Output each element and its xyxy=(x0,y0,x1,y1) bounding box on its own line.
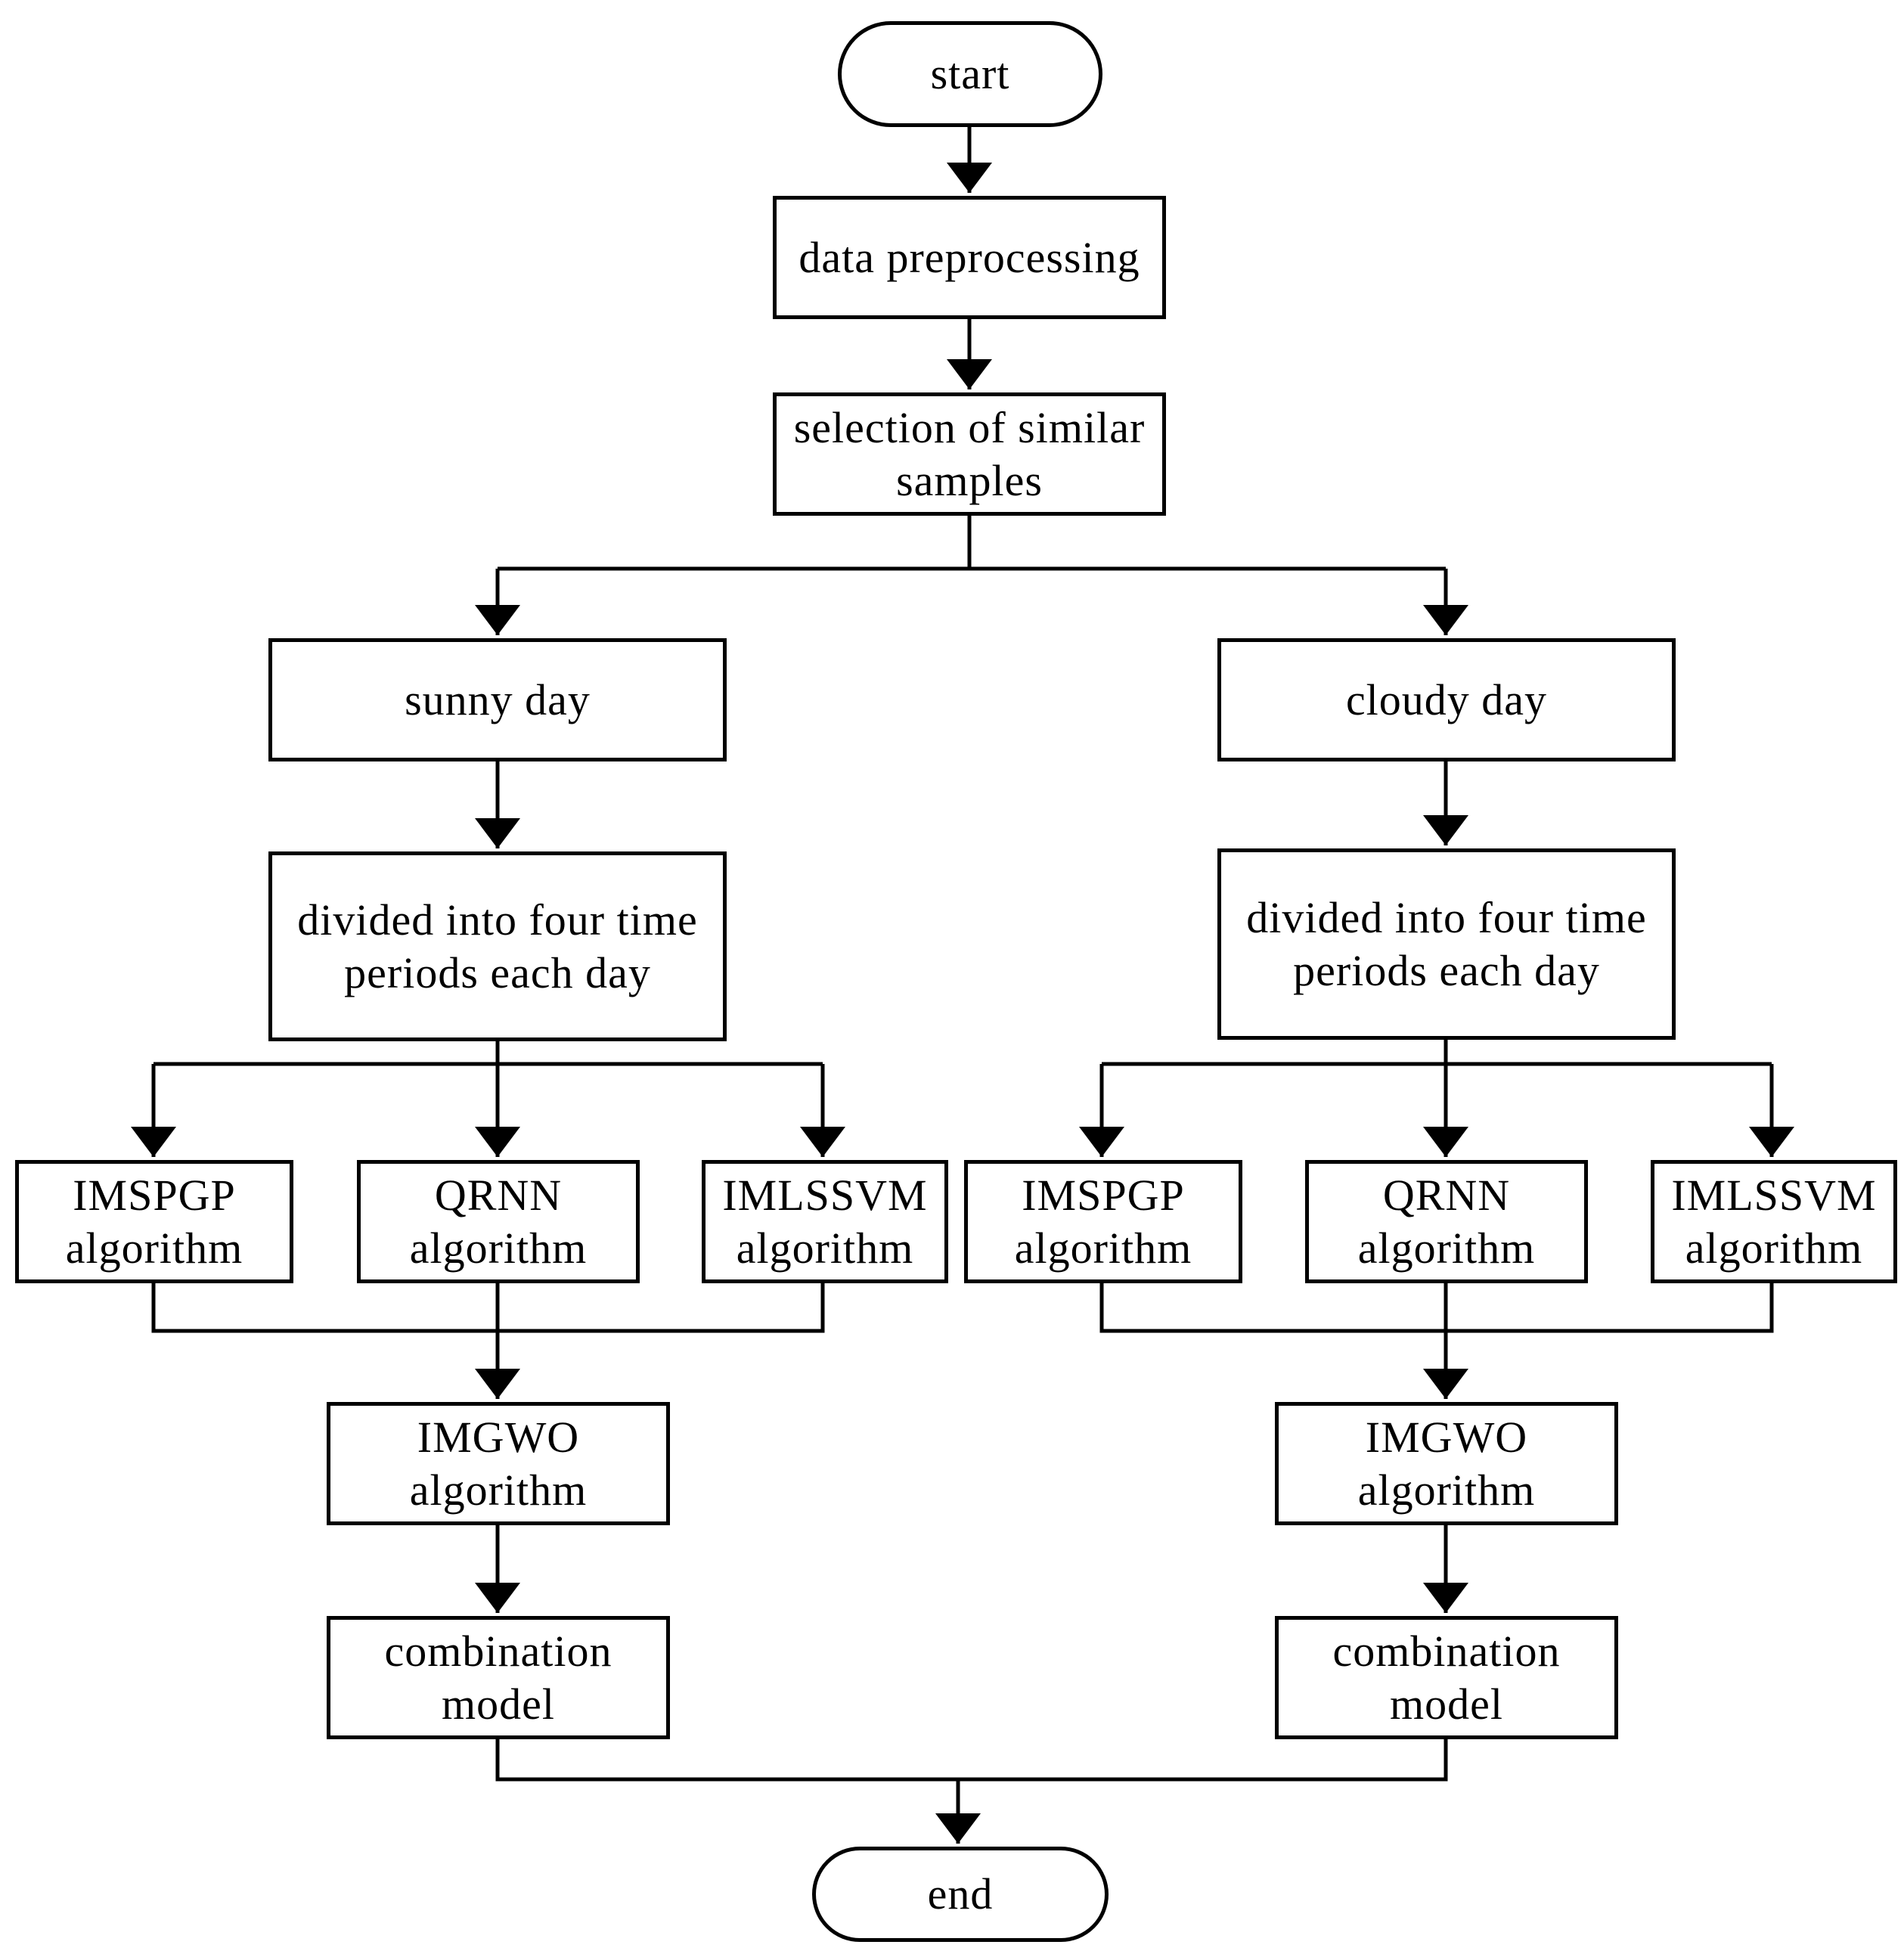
sunny-divide-line2: periods each day xyxy=(344,948,651,997)
cloudy-imgwo-box: IMGWO algorithm xyxy=(1275,1402,1618,1525)
sunny-imspgp-line2: algorithm xyxy=(65,1223,243,1273)
sunny-imlssvm-line1: IMLSSVM xyxy=(722,1170,928,1220)
start-label: start xyxy=(930,49,1010,98)
cloudy-imlssvm-box: IMLSSVM algorithm xyxy=(1651,1160,1897,1283)
line-combo-merge xyxy=(495,1734,1448,1782)
sunny-combination-line1: combination xyxy=(384,1626,612,1676)
data-preprocessing-box: data preprocessing xyxy=(773,196,1166,319)
cloudy-qrnn-line1: QRNN xyxy=(1382,1170,1511,1220)
sunny-imspgp-box: IMSPGP algorithm xyxy=(15,1160,293,1283)
sunny-divide-box: divided into four time periods each day xyxy=(268,851,727,1041)
end-label: end xyxy=(927,1869,994,1918)
cloudy-combination-line2: model xyxy=(1390,1679,1503,1729)
cloudy-combination-box: combination model xyxy=(1275,1616,1618,1739)
cloudy-day-label: cloudy day xyxy=(1345,675,1548,724)
cloudy-imgwo-line1: IMGWO xyxy=(1365,1412,1528,1462)
cloudy-combination-line1: combination xyxy=(1332,1626,1561,1676)
cloudy-imlssvm-line2: algorithm xyxy=(1685,1223,1863,1273)
sunny-combination-box: combination model xyxy=(327,1616,670,1739)
sunny-day-label: sunny day xyxy=(405,675,591,724)
sunny-qrnn-box: QRNN algorithm xyxy=(357,1160,640,1283)
cloudy-imspgp-line2: algorithm xyxy=(1014,1223,1192,1273)
sunny-imlssvm-box: IMLSSVM algorithm xyxy=(702,1160,948,1283)
data-preprocessing-label: data preprocessing xyxy=(799,232,1140,282)
sunny-qrnn-line2: algorithm xyxy=(409,1223,588,1273)
sunny-imspgp-line1: IMSPGP xyxy=(73,1170,236,1220)
cloudy-day-box: cloudy day xyxy=(1217,638,1676,761)
line-sunny-algo-merge xyxy=(151,1280,825,1333)
sunny-divide-line1: divided into four time xyxy=(297,895,698,944)
sunny-day-box: sunny day xyxy=(268,638,727,761)
end-terminal: end xyxy=(812,1847,1109,1942)
sunny-qrnn-line1: QRNN xyxy=(434,1170,563,1220)
sunny-combination-line2: model xyxy=(442,1679,555,1729)
cloudy-imgwo-line2: algorithm xyxy=(1357,1465,1536,1515)
selection-label-line2: samples xyxy=(896,455,1043,505)
cloudy-imlssvm-line1: IMLSSVM xyxy=(1671,1170,1877,1220)
cloudy-divide-line1: divided into four time xyxy=(1246,892,1647,942)
cloudy-divide-box: divided into four time periods each day xyxy=(1217,848,1676,1040)
cloudy-divide-line2: periods each day xyxy=(1293,945,1600,995)
cloudy-qrnn-line2: algorithm xyxy=(1357,1223,1536,1273)
cloudy-imspgp-box: IMSPGP algorithm xyxy=(964,1160,1242,1283)
sunny-imgwo-box: IMGWO algorithm xyxy=(327,1402,670,1525)
cloudy-qrnn-box: QRNN algorithm xyxy=(1305,1160,1588,1283)
start-terminal: start xyxy=(838,21,1102,127)
selection-label-line1: selection of similar xyxy=(793,402,1146,452)
sunny-imgwo-line2: algorithm xyxy=(409,1465,588,1515)
line-cloudy-algo-merge xyxy=(1099,1280,1774,1333)
sunny-imlssvm-line2: algorithm xyxy=(736,1223,914,1273)
selection-box: selection of similar samples xyxy=(773,392,1166,516)
cloudy-imspgp-line1: IMSPGP xyxy=(1022,1170,1185,1220)
sunny-imgwo-line1: IMGWO xyxy=(417,1412,580,1462)
